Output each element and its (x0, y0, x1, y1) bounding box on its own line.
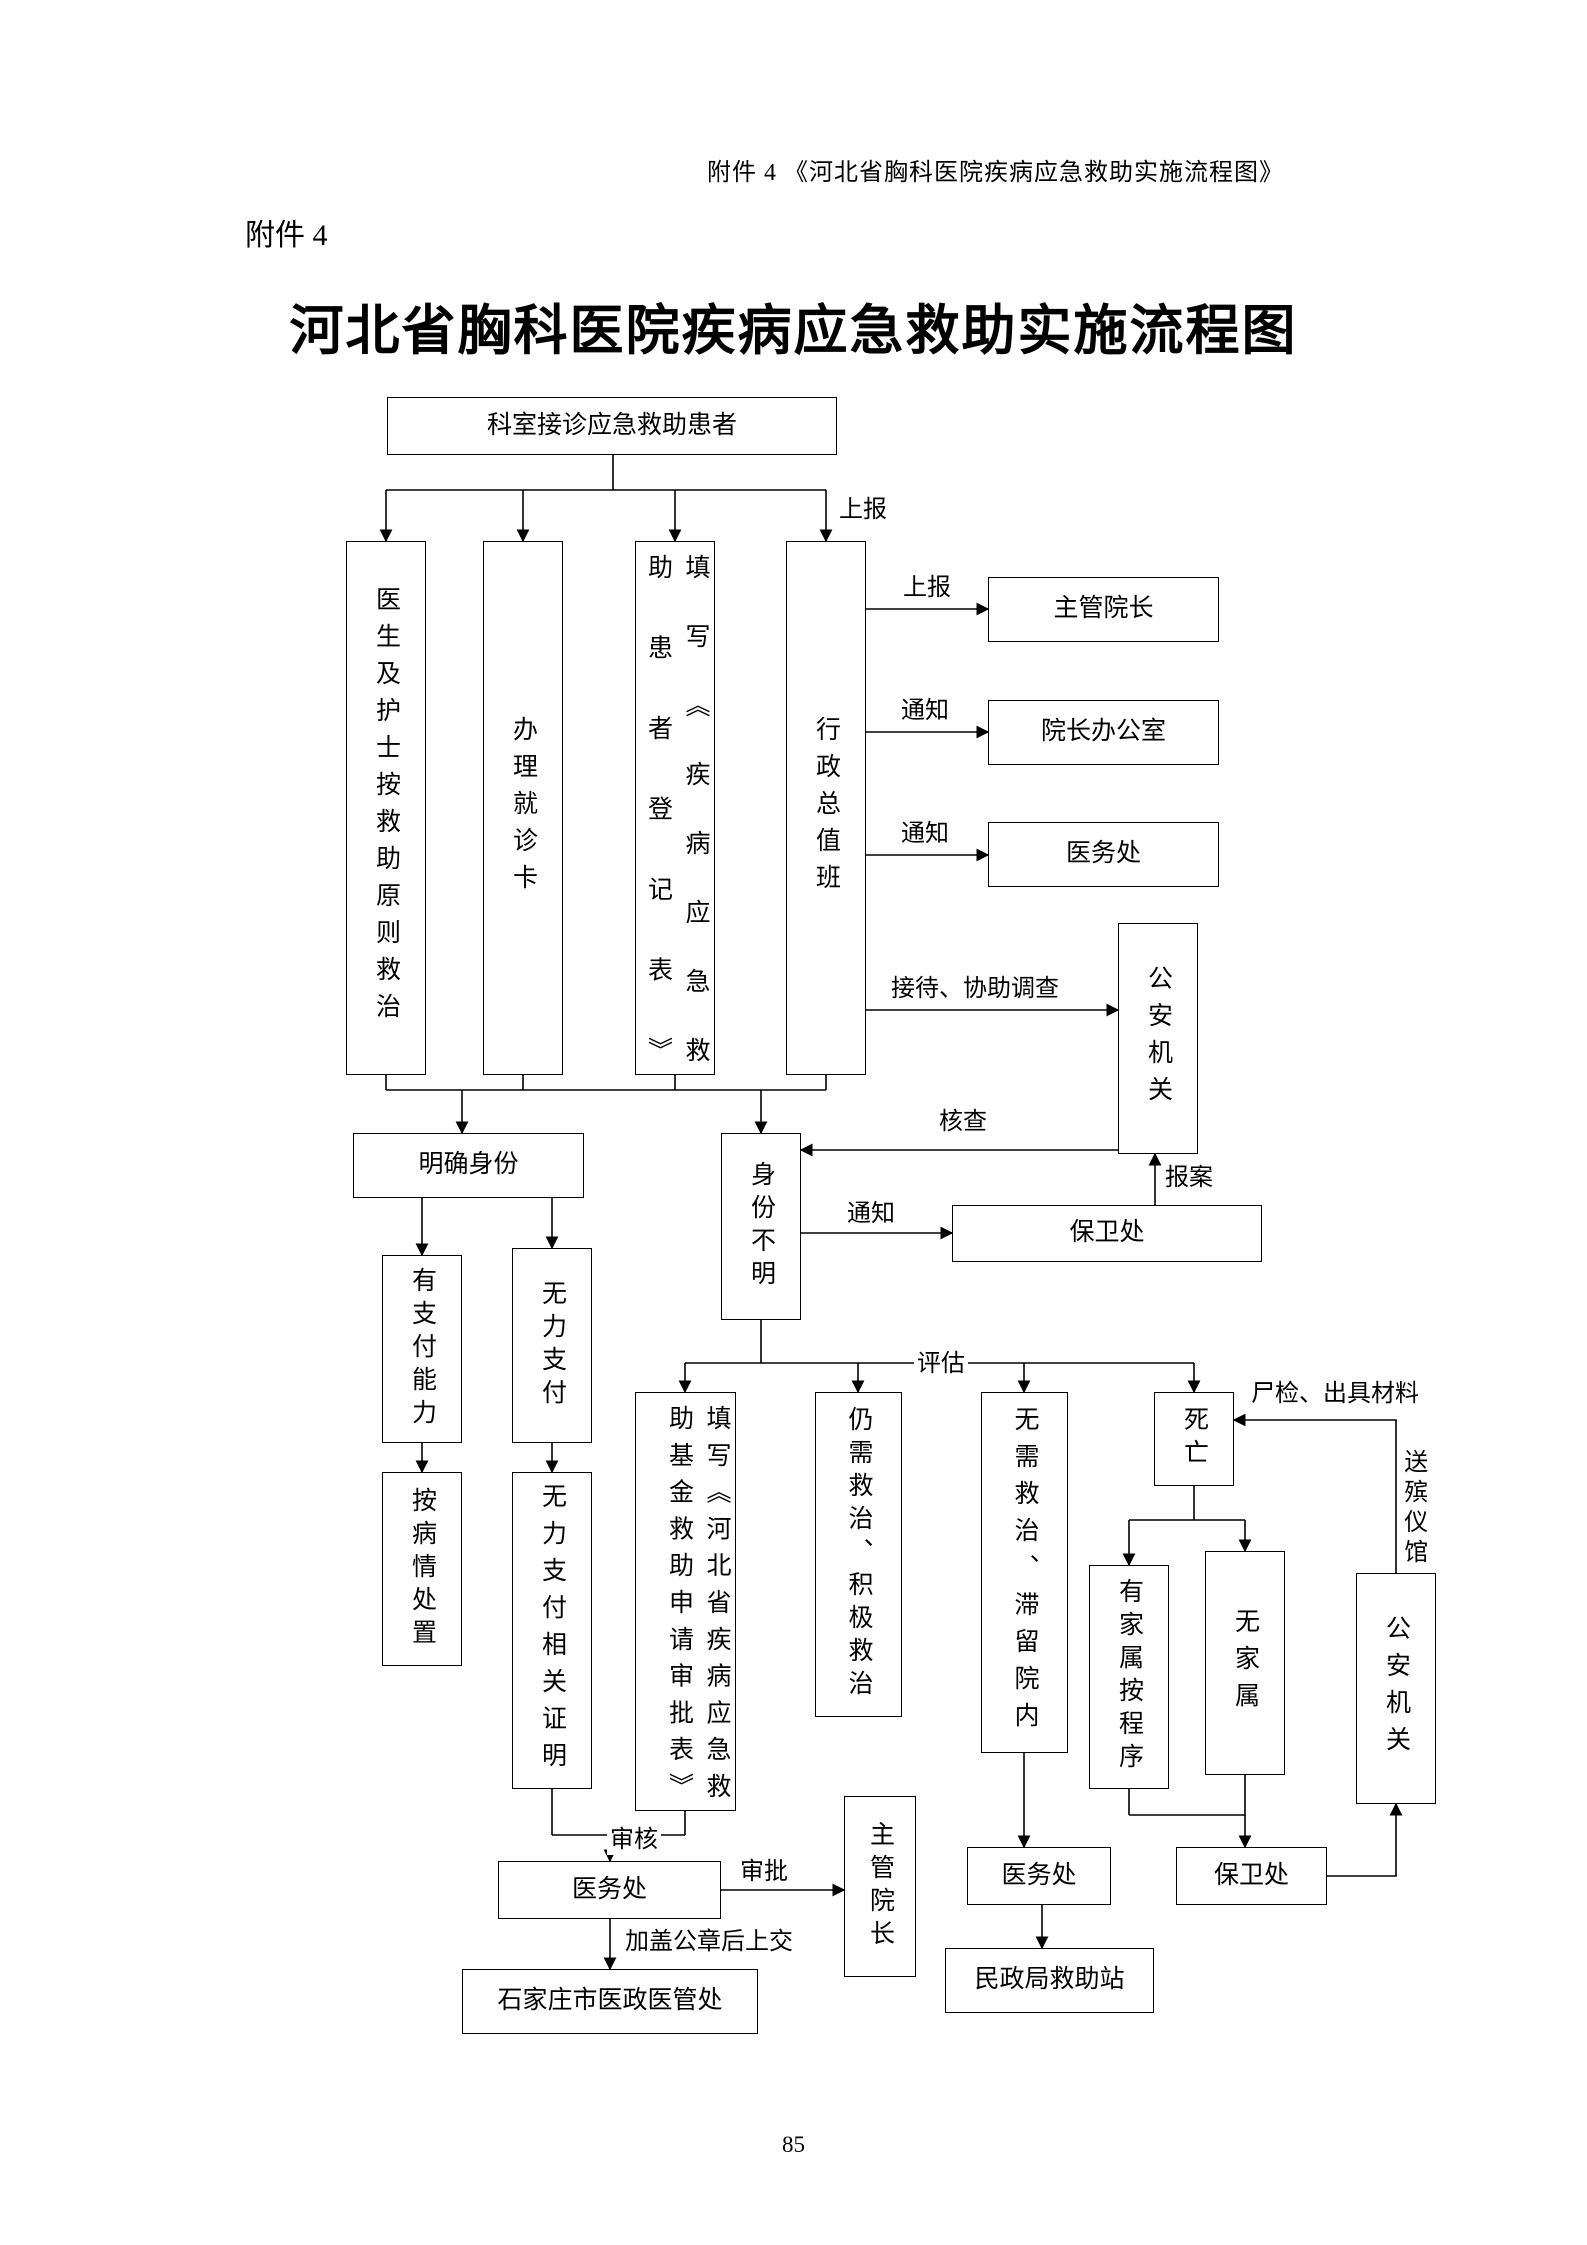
node-has-family: 有家属按程序 (1089, 1565, 1169, 1789)
node-director-bottom: 主管院长 (844, 1796, 916, 1977)
edge-label-review: 审核 (607, 1826, 661, 1855)
node-cannot-pay: 无力支付 (512, 1248, 592, 1443)
node-treat-by-condition: 按病情处置 (382, 1472, 462, 1666)
edge-label-report-top: 上报 (836, 496, 890, 525)
edge-label-seal-submit: 加盖公章后上交 (622, 1928, 796, 1957)
node-death: 死亡 (1154, 1392, 1234, 1486)
node-admin-duty: 行政总值班 (786, 541, 866, 1075)
page-header: 附件 4 《河北省胸科医院疾病应急救助实施流程图》 (707, 160, 1284, 186)
node-director-office: 院长办公室 (988, 700, 1219, 765)
node-police-bottom: 公安机关 (1356, 1573, 1436, 1804)
page-number: 85 (782, 2132, 805, 2157)
edge-label-report-director: 上报 (900, 574, 954, 603)
node-no-treatment-stay: 无需救治、滞留院内 (981, 1392, 1068, 1753)
node-police-top: 公安机关 (1118, 923, 1198, 1154)
edge-label-approve: 审批 (737, 1858, 791, 1887)
node-identity-unknown: 身份不明 (721, 1133, 801, 1320)
edge-label-report-case: 报案 (1162, 1164, 1216, 1193)
node-application-form: 填写《河北省疾病应急救 助基金救助申请审批表》 (635, 1392, 736, 1811)
node-medical-affairs-top: 医务处 (988, 822, 1219, 887)
edge-label-funeral-home: 送殡仪馆 (1398, 1446, 1427, 1572)
node-director-in-charge: 主管院长 (988, 577, 1219, 642)
edge-label-verify: 核查 (936, 1108, 990, 1137)
edge-label-reception-assist-investigation: 接待、协助调查 (888, 975, 1062, 1004)
node-can-pay: 有支付能力 (382, 1255, 462, 1443)
attachment-label: 附件 4 (245, 219, 328, 252)
edge-label-evaluate: 评估 (914, 1350, 968, 1379)
node-registration-form: 填写《疾病应急救 助患者登记表》 (635, 541, 715, 1075)
edge-label-notify-office: 通知 (898, 697, 952, 726)
node-still-needs-treatment: 仍需救治、积极救治 (815, 1392, 902, 1717)
page-title: 河北省胸科医院疾病应急救助实施流程图 (289, 301, 1298, 361)
edge-label-notify-medical: 通知 (898, 820, 952, 849)
node-security-bottom: 保卫处 (1176, 1847, 1327, 1905)
edge-label-notify-security: 通知 (844, 1200, 898, 1229)
node-security-top: 保卫处 (952, 1205, 1262, 1262)
node-no-family: 无家属 (1205, 1551, 1285, 1775)
node-identity-confirmed: 明确身份 (353, 1133, 584, 1198)
node-inability-proof: 无力支付相关证明 (512, 1472, 592, 1789)
node-doctor-nurse-treat: 医生及护士按救助原则救治 (346, 541, 426, 1075)
node-shijiazhuang-medical-admin: 石家庄市医政医管处 (462, 1969, 758, 2034)
node-medical-affairs-right: 医务处 (967, 1847, 1111, 1905)
edge-label-autopsy-materials: 尸检、出具材料 (1248, 1380, 1422, 1409)
node-medical-card: 办理就诊卡 (483, 541, 563, 1075)
node-reception: 科室接诊应急救助患者 (387, 397, 837, 455)
node-civil-affairs-station: 民政局救助站 (945, 1948, 1154, 2013)
node-medical-affairs-left: 医务处 (498, 1861, 721, 1919)
